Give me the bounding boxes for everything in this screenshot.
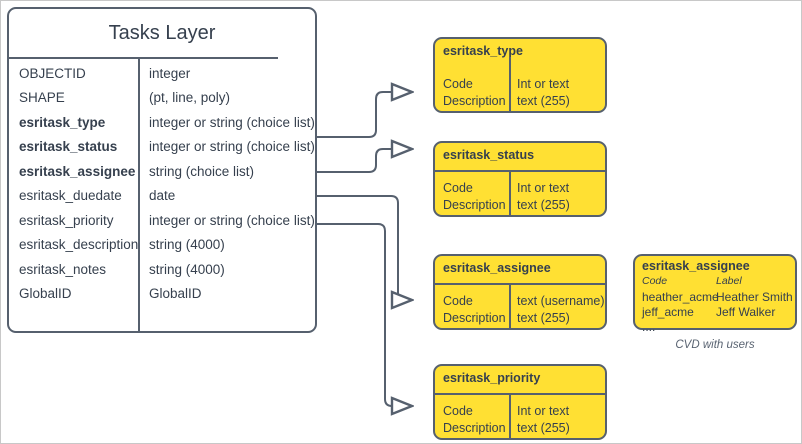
entity-title: Tasks Layer <box>108 22 216 44</box>
field-type: string (4000) <box>149 261 225 277</box>
domain-box-esritask-type: esritask_type Code Description Int or te… <box>433 37 607 113</box>
domain-field-label: Description <box>443 198 506 212</box>
table-row: esritask_description string (4000) <box>9 233 315 258</box>
domain-box-esritask-status: esritask_status Code Description Int or … <box>433 141 607 217</box>
table-row: esritask_type integer or string (choice … <box>9 110 315 135</box>
table-row: OBJECTID integer <box>9 61 315 86</box>
list-item: heather_acme Heather Smith <box>642 290 793 305</box>
cvd-box-esritask-assignee: esritask_assignee Code Label heather_acm… <box>633 254 797 334</box>
table-row: esritask_assignee string (choice list) <box>9 159 315 184</box>
domain-left-column: Code Description <box>443 293 506 327</box>
field-name: SHAPE <box>19 90 65 106</box>
domain-left-column: Code Description <box>443 403 506 437</box>
domain-right-column: Int or text text (255) <box>517 76 570 110</box>
domain-box-esritask-priority: esritask_priority Code Description Int o… <box>433 364 607 440</box>
domain-title: esritask_priority <box>443 371 541 385</box>
cvd-header-row: Code Label <box>642 275 791 290</box>
domain-field-label: Description <box>443 311 506 325</box>
domain-field-label: Code <box>443 294 473 308</box>
entity-header-divider <box>9 57 278 59</box>
entity-field-list: OBJECTID integer SHAPE (pt, line, poly) … <box>9 61 315 331</box>
cvd-label: Jeff Walker <box>716 305 776 319</box>
domain-field-label: Description <box>443 421 506 435</box>
field-name: esritask_priority <box>19 212 114 228</box>
field-type: (pt, line, poly) <box>149 90 231 106</box>
list-item: jeff_acme Jeff Walker <box>642 305 791 320</box>
field-type: integer <box>149 65 191 81</box>
domain-column-divider <box>509 283 511 328</box>
domain-left-column: Code Description <box>443 180 506 214</box>
entity-column-divider <box>138 57 140 331</box>
field-name: esritask_type <box>19 114 106 130</box>
domain-title: esritask_status <box>443 148 535 162</box>
domain-field-value: Int or text <box>517 404 570 418</box>
cvd-header-label: Label <box>716 275 742 287</box>
domain-field-value: text (username) <box>517 294 605 308</box>
domain-title: esritask_type <box>443 44 523 58</box>
domain-left-column: Code Description <box>443 76 506 110</box>
domain-field-label: Code <box>443 77 473 91</box>
domain-column-divider <box>509 393 511 438</box>
cvd-code: .... <box>642 320 656 334</box>
field-type: string (4000) <box>149 237 225 253</box>
domain-right-column: Int or text text (255) <box>517 180 570 214</box>
connector-type <box>317 92 412 138</box>
table-row: esritask_status integer or string (choic… <box>9 135 315 160</box>
domain-right-column: Int or text text (255) <box>517 403 570 437</box>
field-name: GlobalID <box>19 286 72 302</box>
cvd-code: jeff_acme <box>642 305 694 319</box>
domain-field-label: Code <box>443 181 473 195</box>
domain-header-divider <box>435 393 605 395</box>
domain-column-divider <box>509 170 511 215</box>
domain-field-value: Int or text <box>517 181 570 195</box>
field-name: esritask_status <box>19 139 118 155</box>
field-type: integer or string (choice list) <box>149 139 315 155</box>
domain-field-value: text (255) <box>517 94 570 108</box>
table-row: GlobalID GlobalID <box>9 282 315 307</box>
domain-header-divider <box>435 283 605 285</box>
field-name: OBJECTID <box>19 65 86 81</box>
connector-assignee <box>317 195 412 300</box>
table-row: esritask_priority integer or string (cho… <box>9 208 315 233</box>
table-row: esritask_duedate date <box>9 184 315 209</box>
field-type: string (choice list) <box>149 163 255 179</box>
domain-field-value: text (255) <box>517 421 570 435</box>
cvd-label: Heather Smith <box>716 290 793 304</box>
table-row: SHAPE (pt, line, poly) <box>9 86 315 111</box>
table-row: esritask_notes string (4000) <box>9 257 315 282</box>
field-name: esritask_assignee <box>19 163 136 179</box>
domain-box-esritask-assignee: esritask_assignee Code Description text … <box>433 254 607 330</box>
field-name: esritask_duedate <box>19 188 122 204</box>
domain-field-label: Code <box>443 404 473 418</box>
field-type: GlobalID <box>149 286 202 302</box>
cvd-grid: Code Label heather_acme Heather Smith je… <box>642 275 793 335</box>
domain-header-divider <box>435 170 605 172</box>
field-name: esritask_description <box>19 237 139 253</box>
connector-status <box>317 149 412 173</box>
cvd-caption: CVD with users <box>675 339 755 351</box>
cvd-title: esritask_assignee <box>642 259 750 273</box>
domain-field-value: Int or text <box>517 77 570 91</box>
cvd-header-code: Code <box>642 275 668 287</box>
domain-field-label: Description <box>443 94 506 108</box>
domain-column-divider <box>509 57 511 111</box>
list-item: .... <box>642 320 791 335</box>
field-type: integer or string (choice list) <box>149 114 315 130</box>
domain-right-column: text (username) text (255) <box>517 293 605 327</box>
domain-title: esritask_assignee <box>443 261 551 275</box>
field-type: integer or string (choice list) <box>149 212 315 228</box>
domain-field-value: text (255) <box>517 311 570 325</box>
field-name: esritask_notes <box>19 261 107 277</box>
connector-priority <box>317 223 412 406</box>
domain-field-value: text (255) <box>517 198 570 212</box>
field-type: date <box>149 188 176 204</box>
entity-tasks-layer: Tasks Layer OBJECTID integer SHAPE (pt, … <box>7 7 317 333</box>
cvd-code: heather_acme <box>642 290 719 304</box>
